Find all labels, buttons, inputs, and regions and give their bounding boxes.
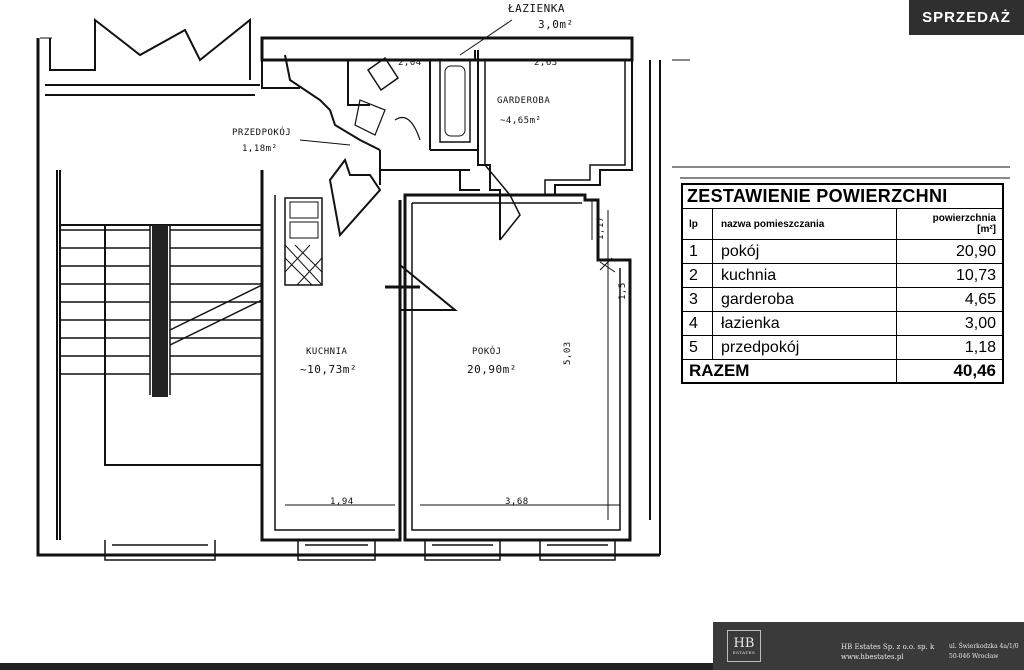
- label-hall-area: 1,18m²: [242, 144, 278, 154]
- row-name: garderoba: [713, 288, 897, 311]
- row-lp: 3: [683, 288, 713, 311]
- footer-bar: HB ESTATES HB Estates Sp. z o.o. sp. k w…: [713, 622, 1024, 670]
- footer-company: HB Estates Sp. z o.o. sp. k: [841, 643, 935, 651]
- company-logo: HB ESTATES: [727, 630, 761, 662]
- label-dressing-name: GARDEROBA: [497, 96, 551, 106]
- row-name: kuchnia: [713, 264, 897, 287]
- total-value: 40,46: [953, 361, 996, 380]
- label-dim-right-2: 1,5: [618, 282, 628, 300]
- table-row: 5 przedpokój 1,18: [683, 336, 1002, 360]
- table-title: ZESTAWIENIE POWIERZCHNI: [683, 185, 1002, 209]
- label-dim-room-depth: 5,03: [563, 341, 573, 365]
- header-room-name: nazwa pomieszczania: [713, 209, 897, 239]
- label-dim-top-1: 2,04: [398, 58, 422, 68]
- table-row: 4 łazienka 3,00: [683, 312, 1002, 336]
- header-lp: lp: [683, 209, 713, 239]
- header-area: powierzchnia [m²]: [897, 209, 1002, 239]
- wall-room: [403, 193, 632, 542]
- row-lp: 5: [683, 336, 713, 359]
- footer-website: www.hbestates.pl: [841, 653, 904, 661]
- total-label: RAZEM: [683, 360, 897, 382]
- sale-badge: SPRZEDAŻ: [909, 0, 1024, 35]
- bottom-strip: [0, 663, 713, 670]
- label-bathroom-name: ŁAZIENKA: [508, 2, 565, 15]
- label-hall-name: PRZEDPOKÓJ: [232, 128, 292, 138]
- footer-street: ul. Świerkodzka 4a/1/0: [949, 643, 1019, 650]
- table-row: 1 pokój 20,90: [683, 240, 1002, 264]
- outer-wall-right: [649, 60, 661, 555]
- row-area: 1,18: [964, 338, 996, 356]
- row-area: 4,65: [964, 290, 996, 308]
- label-room-area: 20,90m²: [467, 363, 517, 376]
- label-dressing-area: ~4,65m²: [500, 116, 542, 126]
- label-room-name: POKÓJ: [472, 347, 502, 357]
- header-area-unit: [m²]: [977, 224, 996, 235]
- row-area: 3,00: [964, 314, 996, 332]
- table-row: 3 garderoba 4,65: [683, 288, 1002, 312]
- row-lp: 2: [683, 264, 713, 287]
- row-area: 10,73: [955, 266, 996, 284]
- footer-city: 50-046 Wrocław: [949, 653, 999, 660]
- logo-subtext: ESTATES: [732, 650, 756, 655]
- wall-top: [260, 36, 634, 62]
- table-header-row: lp nazwa pomieszczania powierzchnia [m²]: [683, 209, 1002, 240]
- label-dim-right-1: 1,17: [596, 216, 606, 240]
- row-lp: 1: [683, 240, 713, 263]
- label-dim-kitchen-width: 1,94: [330, 497, 354, 507]
- row-name: przedpokój: [713, 336, 897, 359]
- row-area: 20,90: [955, 242, 996, 260]
- outer-wall-left: [36, 38, 660, 557]
- label-kitchen-area: ~10,73m²: [300, 363, 357, 376]
- header-area-label: powierzchnia: [932, 213, 996, 224]
- label-dim-room-width: 3,68: [505, 497, 529, 507]
- label-kitchen-name: KUCHNIA: [306, 347, 348, 357]
- logo-text: HB: [733, 636, 755, 651]
- table-row: 2 kuchnia 10,73: [683, 264, 1002, 288]
- label-dim-top-2: 2,63: [534, 58, 558, 68]
- label-bathroom-area: 3,0m²: [538, 18, 574, 31]
- row-lp: 4: [683, 312, 713, 335]
- row-name: pokój: [713, 240, 897, 263]
- row-name: łazienka: [713, 312, 897, 335]
- area-summary-table: ZESTAWIENIE POWIERZCHNI lp nazwa pomiesz…: [681, 183, 1004, 384]
- table-total-row: RAZEM 40,46: [683, 360, 1002, 382]
- wall-kitchen: [260, 170, 402, 542]
